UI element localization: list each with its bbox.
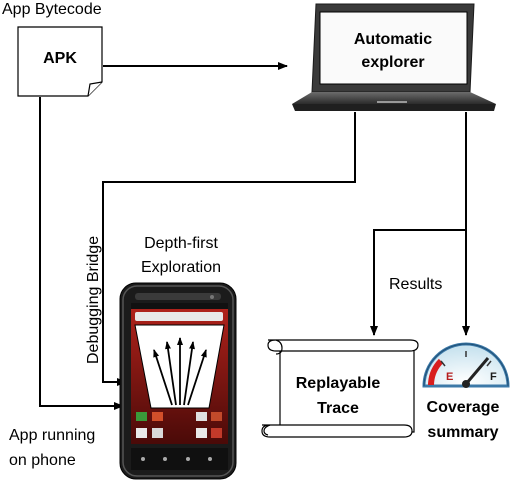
results-label: Results <box>389 276 442 293</box>
app-running-label-line1: App running <box>9 427 95 444</box>
coverage-label-line1: Coverage <box>427 399 500 416</box>
depth-first-exploration-fan <box>134 324 225 409</box>
arrow-results-to-trace <box>370 229 466 336</box>
app-bytecode-label: App Bytecode <box>2 1 102 18</box>
explorer-label-line1: Automatic <box>354 31 432 48</box>
apk-document-icon <box>17 26 103 97</box>
gauge-full-mark: F <box>490 371 497 383</box>
coverage-gauge-icon <box>422 342 510 388</box>
depth-first-label-line1: Depth-first <box>144 235 218 252</box>
laptop-icon <box>292 3 496 111</box>
arrow-apk-to-phone <box>39 97 124 410</box>
replayable-label-line1: Replayable <box>296 375 381 392</box>
depth-first-label-line2: Exploration <box>141 259 221 276</box>
arrow-debugging-bridge <box>102 112 356 386</box>
app-running-label-line2: on phone <box>9 452 76 469</box>
debugging-bridge-label: Debugging Bridge <box>85 236 102 364</box>
replayable-label-line2: Trace <box>317 400 359 417</box>
explorer-label-line2: explorer <box>361 54 424 71</box>
apk-label: APK <box>43 50 77 67</box>
scroll-icon <box>261 339 419 438</box>
coverage-label-line2: summary <box>427 424 498 441</box>
gauge-empty-mark: E <box>446 371 453 383</box>
